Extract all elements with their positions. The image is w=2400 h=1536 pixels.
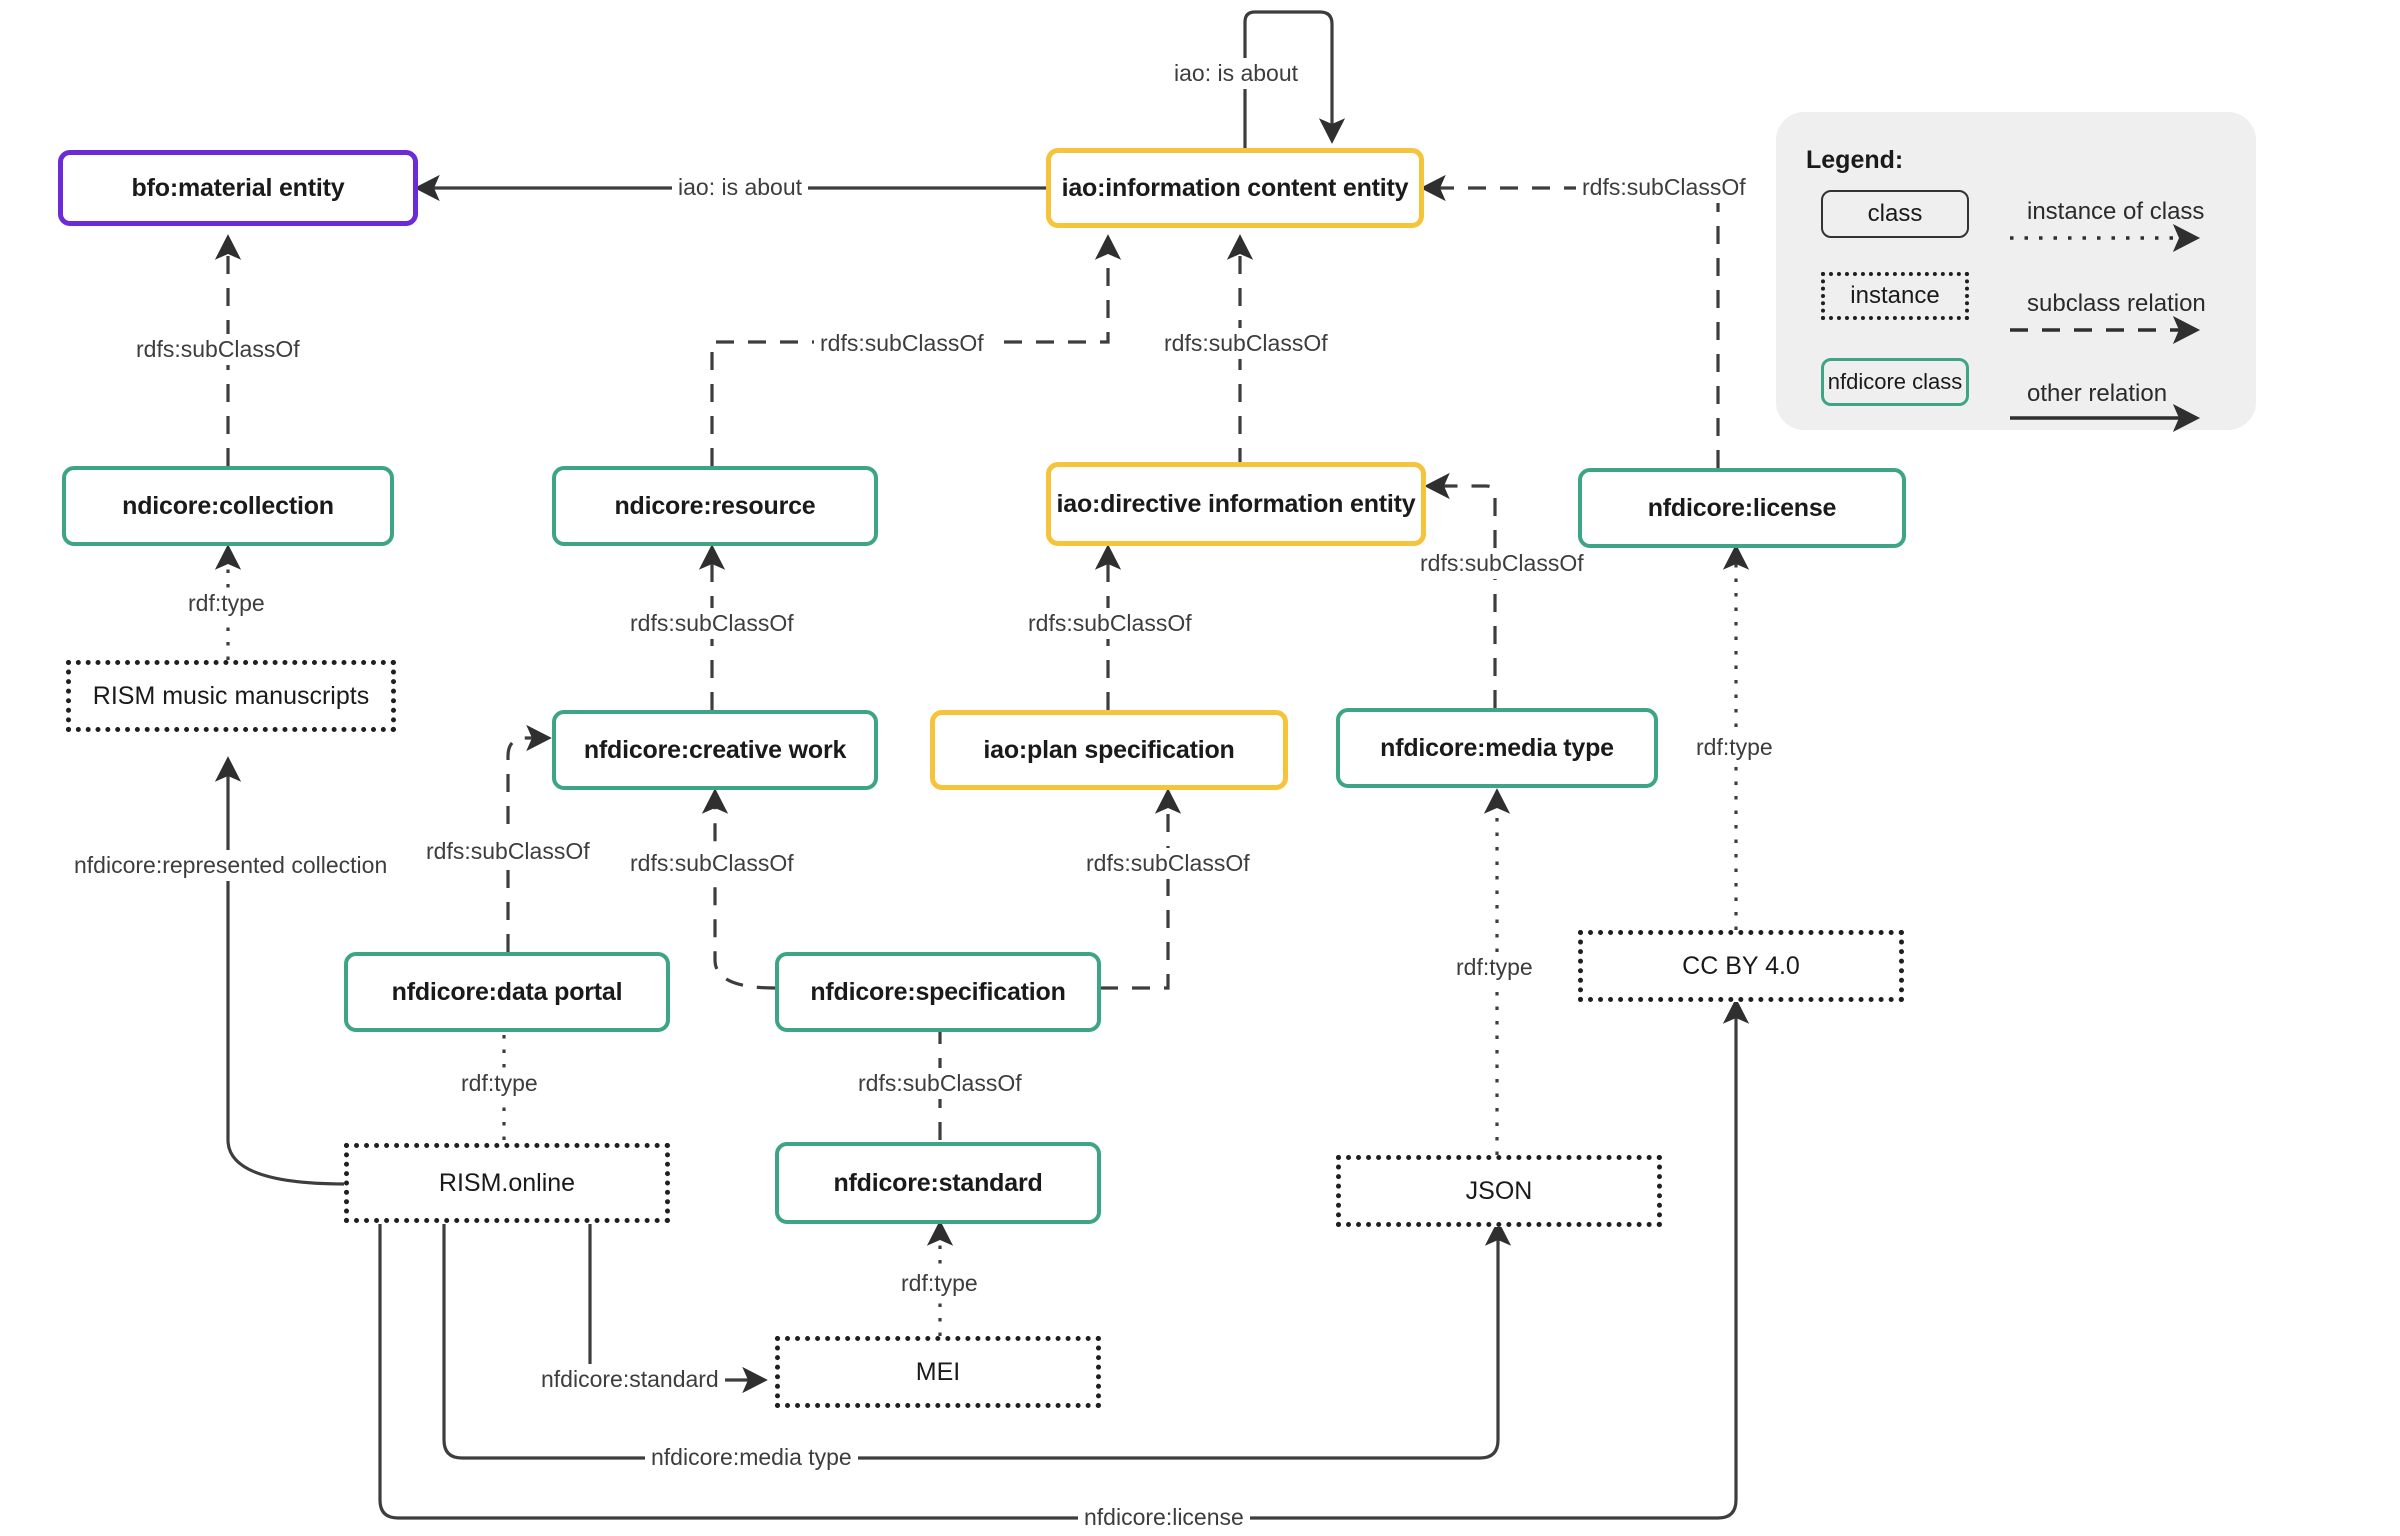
edge-label-represented-collection: nfdicore:represented collection [68,850,394,881]
edge-label-spec-sub-creativework: rdfs:subClassOf [624,848,800,879]
legend-relation-instance-of-class: instance of class [2027,198,2205,225]
node-label: nfdicore:creative work [583,735,847,764]
edge-label-standard-sub-spec: rdfs:subClassOf [852,1068,1028,1099]
edge-label-rismonline-type: rdf:type [455,1068,544,1099]
node-ndicore-resource[interactable]: ndicore:resource [552,466,878,546]
node-label: ndicore:collection [122,491,334,520]
edge-label-is-about-bfo: iao: is about [672,172,809,203]
legend-shape-nfdicore-class: nfdicore class [1821,358,1969,406]
node-label: iao:directive information entity [1056,489,1416,518]
edge-spec-sub-creativework [701,788,776,990]
node-label: nfdicore:media type [1380,733,1614,762]
edge-label-ccby-type: rdf:type [1690,732,1779,763]
node-iao-plan-specification[interactable]: iao:plan specification [930,710,1288,790]
node-label: nfdicore:data portal [391,977,623,1006]
node-nfdicore-license[interactable]: nfdicore:license [1578,468,1906,548]
node-json[interactable]: JSON [1336,1155,1662,1227]
edge-label-is-about-self: iao: is about [1168,58,1305,89]
legend-shape-instance: instance [1821,272,1969,320]
node-label: iao:information content entity [1061,173,1409,202]
node-mei[interactable]: MEI [775,1336,1101,1408]
node-iao-directive-information-entity[interactable]: iao:directive information entity [1046,462,1426,546]
legend-shape-class: class [1821,190,1969,238]
edge-label-rismmm-type: rdf:type [182,588,271,619]
node-nfdicore-specification[interactable]: nfdicore:specification [775,952,1101,1032]
edge-label-mei-type: rdf:type [895,1268,984,1299]
node-label: MEI [915,1357,961,1386]
node-label: JSON [1465,1176,1533,1205]
node-label: iao:plan specification [983,735,1235,764]
node-label: CC BY 4.0 [1682,951,1800,980]
legend-relation-subclass: subclass relation [2027,290,2206,317]
node-label: nfdicore:license [1647,493,1837,522]
edge-label-resource-sub-ice: rdfs:subClassOf [814,328,990,359]
node-rism-online[interactable]: RISM.online [344,1143,670,1223]
edge-rismonline-standard-mei [588,1224,768,1394]
node-label: nfdicore:standard [833,1168,1043,1197]
node-nfdicore-data-portal[interactable]: nfdicore:data portal [344,952,670,1032]
edge-mediatype-sub-die [1424,472,1497,708]
edge-label-planspec-sub-die: rdfs:subClassOf [1022,608,1198,639]
edge-label-spec-sub-planspec: rdfs:subClassOf [1080,848,1256,879]
node-label: bfo:material entity [131,173,345,202]
node-label: RISM music manuscripts [92,681,370,710]
edge-label-license-sub-ice: rdfs:subClassOf [1576,172,1752,203]
edge-label-creativework-sub-res: rdfs:subClassOf [624,608,800,639]
edge-label-nfdicore-standard: nfdicore:standard [535,1364,725,1395]
legend-title: Legend: [1806,146,1904,174]
edge-label-mediatype-sub-die: rdfs:subClassOf [1414,548,1590,579]
node-rism-music-manuscripts[interactable]: RISM music manuscripts [66,660,396,732]
edge-label-nfdicore-media-type: nfdicore:media type [645,1442,858,1473]
edge-label-collection-sub-bfo: rdfs:subClassOf [130,334,306,365]
node-iao-information-content-entity[interactable]: iao:information content entity [1046,148,1424,228]
edge-label-portal-sub-creativework: rdfs:subClassOf [420,836,596,867]
node-ndicore-collection[interactable]: ndicore:collection [62,466,394,546]
edge-rismonline-license-ccby [378,998,1750,1520]
edge-label-json-type: rdf:type [1450,952,1539,983]
node-bfo-material-entity[interactable]: bfo:material entity [58,150,418,226]
node-label: RISM.online [438,1168,576,1197]
node-nfdicore-creative-work[interactable]: nfdicore:creative work [552,710,878,790]
node-nfdicore-media-type[interactable]: nfdicore:media type [1336,708,1658,788]
legend-relation-other: other relation [2027,380,2168,407]
node-label: nfdicore:specification [810,977,1066,1006]
edge-spec-sub-planspec [1100,788,1182,990]
node-label: ndicore:resource [614,491,816,520]
edge-label-die-sub-ice: rdfs:subClassOf [1158,328,1334,359]
edge-rismonline-represented-collection [214,756,346,1186]
edge-license-sub-ice [1420,174,1720,468]
edge-label-nfdicore-license: nfdicore:license [1078,1502,1250,1533]
node-cc-by-40[interactable]: CC BY 4.0 [1578,930,1904,1002]
node-nfdicore-standard[interactable]: nfdicore:standard [775,1142,1101,1224]
